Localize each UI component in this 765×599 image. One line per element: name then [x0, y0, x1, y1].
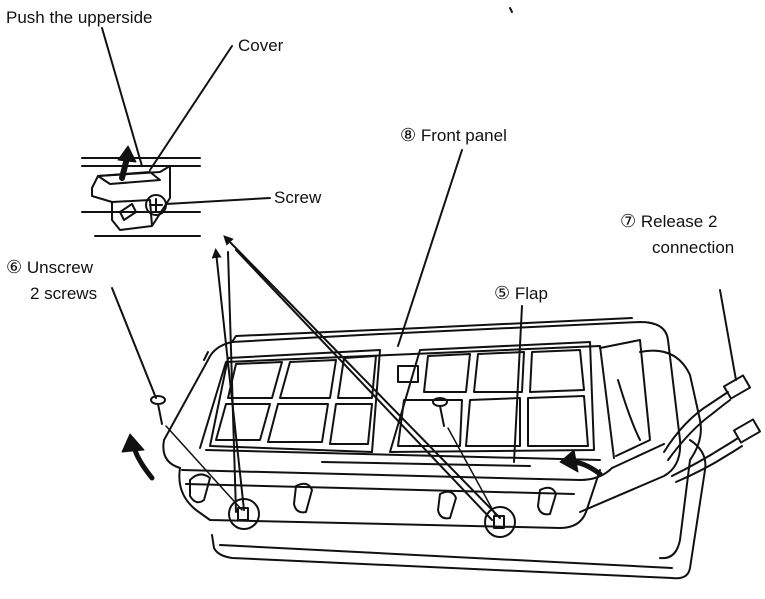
step-number-5: ⑤: [494, 283, 511, 304]
label-release: ⑦ Release 2: [620, 212, 717, 232]
screw-loose-left: [150, 395, 166, 425]
flap-text: Flap: [514, 284, 548, 303]
connector-2: [732, 418, 762, 444]
leader-screw: [165, 197, 271, 205]
pointer-arrow-left-1: [211, 248, 245, 511]
leader-unscrew: [111, 287, 157, 399]
step-number-8: ⑧: [400, 125, 417, 146]
label-unscrew: ⑥ Unscrew: [6, 258, 93, 278]
filter-tab: [397, 365, 419, 383]
leader-front-panel: [397, 149, 463, 347]
push-up-arrow-icon: [117, 145, 137, 163]
air-filter-left: [209, 349, 381, 453]
front-panel-text: Front panel: [420, 126, 507, 145]
label-cover: Cover: [238, 36, 284, 55]
unscrew-line2: 2 screws: [30, 284, 98, 303]
connector-1: [722, 374, 752, 400]
release-line2: connection: [652, 238, 735, 257]
leader-cover: [149, 45, 233, 171]
label-front-panel: ⑧ Front panel: [400, 126, 507, 146]
leader-flap: [513, 305, 523, 463]
leader-push-upperside: [101, 27, 143, 167]
label-push-upperside: Push the upperside: [6, 8, 153, 27]
pointer-arrow-right-1: [223, 235, 501, 519]
screw-cover-right: [484, 506, 516, 538]
front-panel: [162, 317, 682, 529]
pointer-arrow-right-2: [235, 249, 493, 521]
step-number-6: ⑥: [6, 257, 23, 278]
flap-line: [321, 461, 531, 467]
step-number-7: ⑦: [620, 211, 637, 232]
unscrew-line1: Unscrew: [26, 258, 93, 277]
leader-screw-right: [447, 427, 497, 517]
label-screw: Screw: [274, 188, 322, 207]
release-line1: Release 2: [640, 212, 718, 231]
screw-icon: [145, 194, 167, 216]
lift-arrow-right-icon: [559, 449, 603, 477]
screw-loose-right: [432, 397, 448, 427]
leader-release: [719, 289, 737, 381]
label-flap: ⑤ Flap: [494, 284, 548, 304]
screw-cover-left: [228, 498, 260, 530]
cover-detail-inset: [81, 145, 201, 237]
connection-wires: [663, 374, 762, 483]
tick-mark: [509, 7, 513, 13]
pointer-arrow-left-2: [227, 251, 237, 513]
air-filter-right: [389, 341, 595, 453]
leader-screw-left: [165, 425, 243, 511]
flap-louvers: [189, 461, 557, 520]
lift-arrow-left-icon: [121, 433, 155, 481]
